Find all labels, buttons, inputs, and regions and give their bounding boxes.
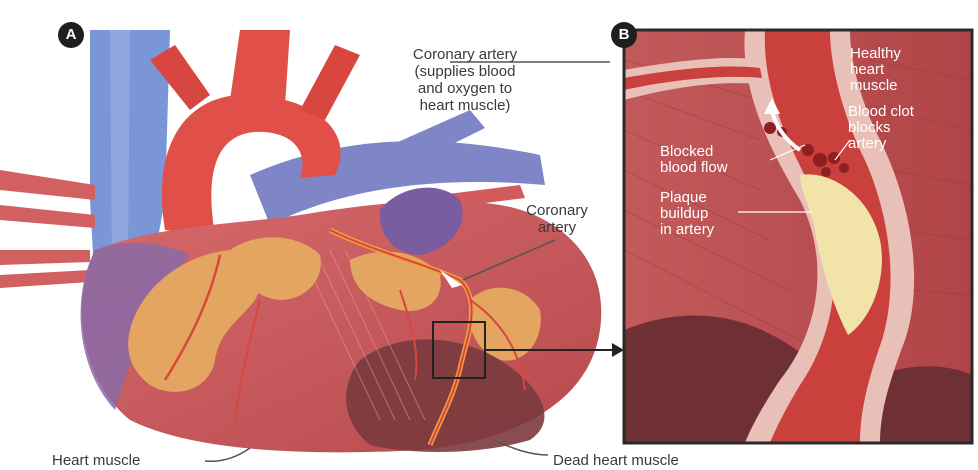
label-line: heart: [850, 62, 901, 78]
label-coronary-artery-supply: Coronary artery (supplies blood and oxyg…: [385, 46, 545, 114]
label-line: blocks: [848, 120, 914, 136]
label-line: Blood clot: [848, 104, 914, 120]
label-healthy-heart-muscle: Healthy heart muscle: [850, 46, 901, 94]
panel-a-badge: A: [58, 22, 84, 48]
label-line: (supplies blood: [385, 63, 545, 80]
label-blocked-blood-flow: Blocked blood flow: [660, 144, 728, 176]
label-blood-clot: Blood clot blocks artery: [848, 104, 914, 152]
label-line: artery: [848, 136, 914, 152]
label-heart-muscle: Heart muscle: [52, 452, 140, 469]
label-line: heart muscle): [385, 97, 545, 114]
panel-b-badge: B: [611, 22, 637, 48]
label-line: and oxygen to: [385, 80, 545, 97]
label-coronary-artery: Coronary artery: [502, 202, 612, 236]
label-line: Coronary artery: [385, 46, 545, 63]
label-line: in artery: [660, 222, 714, 238]
zoom-arrow: [612, 343, 624, 357]
label-line: buildup: [660, 206, 714, 222]
label-line: muscle: [850, 78, 901, 94]
label-plaque-buildup: Plaque buildup in artery: [660, 190, 714, 238]
label-line: artery: [502, 219, 612, 236]
label-dead-heart-muscle: Dead heart muscle: [553, 452, 679, 469]
label-line: Healthy: [850, 46, 901, 62]
label-line: blood flow: [660, 160, 728, 176]
label-line: Blocked: [660, 144, 728, 160]
label-line: Coronary: [502, 202, 612, 219]
label-line: Plaque: [660, 190, 714, 206]
